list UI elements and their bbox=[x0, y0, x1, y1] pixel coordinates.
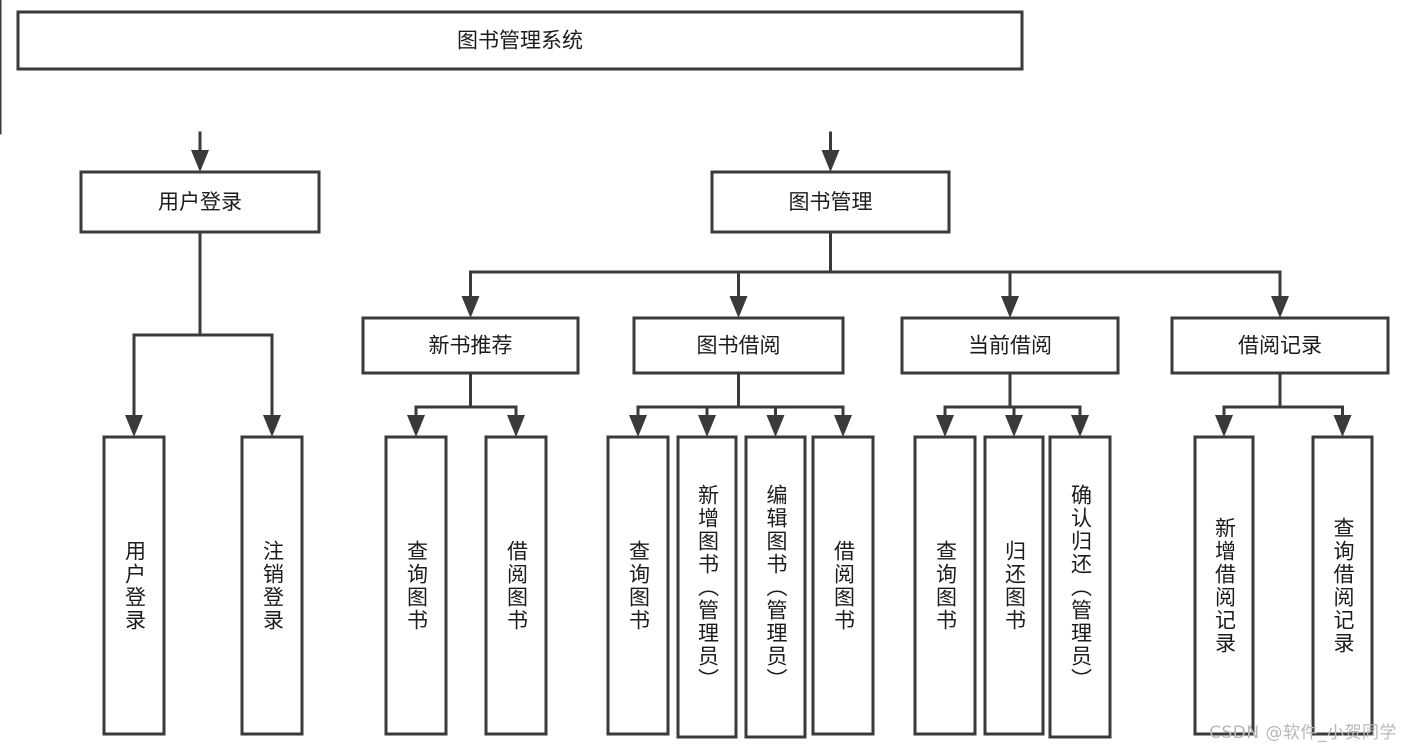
arrow-head bbox=[507, 415, 525, 437]
node-label-borrow-record: 借阅记录 bbox=[1238, 334, 1322, 358]
node-label-new-book-recommend: 新书推荐 bbox=[429, 334, 513, 358]
arrow-head bbox=[461, 296, 480, 318]
node-box-user-login[interactable] bbox=[79, 170, 321, 234]
node-label-book-management: 图书管理 bbox=[789, 190, 873, 214]
node-box-borrow-borrow-book[interactable] bbox=[811, 435, 875, 736]
node-box-book-borrow[interactable] bbox=[632, 316, 845, 375]
node-box-current-confirm-return-admin[interactable] bbox=[1048, 435, 1112, 739]
arrow-head bbox=[125, 415, 143, 437]
node-box-recommend-query-book[interactable] bbox=[384, 435, 448, 736]
arrow-head bbox=[1271, 296, 1289, 318]
node-label-user-login: 用户登录 bbox=[158, 190, 242, 214]
arrow-head bbox=[1333, 415, 1352, 437]
arrow-head bbox=[698, 415, 716, 437]
node-box-user-login-action[interactable] bbox=[102, 435, 166, 736]
arrow-head bbox=[821, 150, 840, 172]
node-box-current-query-book[interactable] bbox=[913, 435, 977, 736]
arrow-head bbox=[191, 150, 209, 172]
node-box-borrow-record[interactable] bbox=[1170, 316, 1390, 375]
boxes-layer bbox=[16, 10, 1390, 739]
arrow-head bbox=[1001, 296, 1019, 318]
arrow-head bbox=[1215, 415, 1233, 437]
arrow-head bbox=[263, 415, 281, 437]
connectors-layer bbox=[0, 0, 1352, 437]
node-box-record-query[interactable] bbox=[1311, 435, 1374, 736]
node-box-record-add[interactable] bbox=[1193, 435, 1255, 736]
node-box-book-management[interactable] bbox=[710, 170, 951, 234]
node-box-new-book-recommend[interactable] bbox=[361, 316, 580, 375]
node-label-root: 图书管理系统 bbox=[457, 29, 583, 53]
node-label-current-borrow: 当前借阅 bbox=[968, 334, 1052, 358]
node-box-borrow-query-book[interactable] bbox=[606, 435, 670, 736]
node-box-recommend-borrow-book[interactable] bbox=[484, 435, 548, 736]
arrow-head bbox=[729, 296, 748, 318]
arrow-head bbox=[936, 415, 954, 437]
node-box-borrow-add-book-admin[interactable] bbox=[676, 435, 738, 739]
node-box-current-borrow[interactable] bbox=[900, 316, 1120, 375]
arrow-head bbox=[629, 415, 647, 437]
arrow-head bbox=[1005, 415, 1023, 437]
arrow-head bbox=[407, 415, 425, 437]
arrow-head bbox=[1071, 415, 1089, 437]
node-label-book-borrow: 图书借阅 bbox=[697, 334, 781, 358]
arrow-head bbox=[766, 415, 785, 437]
csdn-watermark: CSDN @软件_小贺同学 bbox=[1209, 723, 1397, 743]
node-box-user-logout-action[interactable] bbox=[240, 435, 304, 736]
arrow-head bbox=[834, 415, 852, 437]
node-box-current-return-book[interactable] bbox=[983, 435, 1045, 736]
node-box-borrow-edit-book-admin[interactable] bbox=[744, 435, 807, 739]
node-box-root[interactable] bbox=[16, 10, 1024, 71]
